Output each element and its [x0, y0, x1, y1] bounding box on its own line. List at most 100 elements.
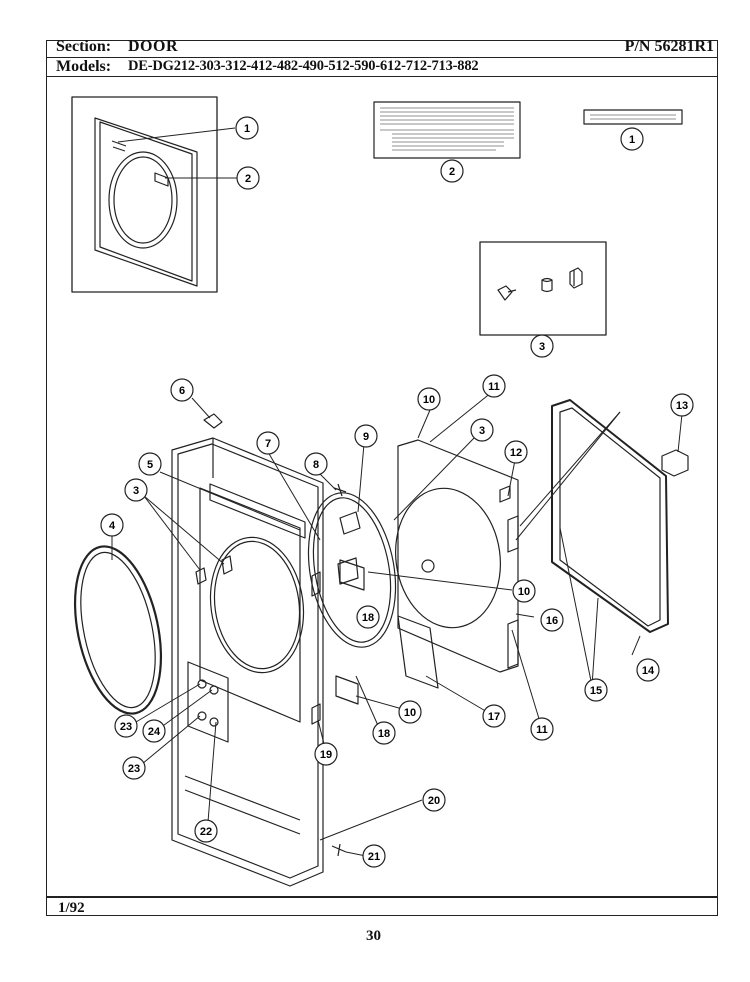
- section-row: Section: DOOR P/N 56281R1: [46, 38, 718, 57]
- warning-label-text-lines: [380, 107, 514, 151]
- callout-4: 4: [100, 513, 124, 537]
- svg-text:18: 18: [362, 612, 374, 624]
- callout-5: 5: [138, 452, 162, 476]
- callout-13: 13: [670, 393, 694, 417]
- inset-leaders: [117, 127, 237, 179]
- callout-24: 24: [142, 719, 166, 743]
- svg-text:18: 18: [378, 728, 390, 740]
- door-seal-frame: [551, 399, 669, 633]
- door-gasket: [73, 545, 163, 715]
- callout-9: 9: [354, 424, 378, 448]
- callout-16: 16: [540, 608, 564, 632]
- svg-text:15: 15: [590, 685, 602, 697]
- callout-8: 8: [304, 452, 328, 476]
- page-frame: [46, 40, 718, 916]
- callout-19: 19: [314, 742, 338, 766]
- svg-text:14: 14: [642, 665, 655, 677]
- latch-clip-left: [195, 567, 207, 585]
- ignition-label-text-lines: [590, 114, 676, 120]
- callout-3-mid: 3: [470, 418, 494, 442]
- models-row: Models: DE-DG212-303-312-412-482-490-512…: [46, 57, 718, 77]
- svg-text:3: 3: [133, 485, 139, 497]
- svg-text:19: 19: [320, 749, 332, 761]
- clip-part-6: [203, 413, 223, 429]
- svg-text:7: 7: [265, 438, 271, 450]
- svg-text:23: 23: [128, 763, 140, 775]
- callout-20: 20: [422, 788, 446, 812]
- svg-text:2: 2: [245, 173, 251, 185]
- svg-text:11: 11: [536, 724, 548, 736]
- svg-text:17: 17: [488, 711, 500, 723]
- callout-11-top: 11: [482, 374, 506, 398]
- insulation-pad: [397, 615, 439, 689]
- section-value: DOOR: [128, 38, 178, 55]
- svg-text:10: 10: [423, 394, 435, 406]
- svg-text:6: 6: [179, 385, 185, 397]
- door-window-glass: [307, 492, 397, 648]
- svg-text:10: 10: [404, 707, 416, 719]
- callout-11-low: 11: [530, 717, 554, 741]
- callout-3-kit: 3: [530, 334, 554, 358]
- svg-text:3: 3: [479, 425, 485, 437]
- warning-label-plate: [373, 101, 521, 159]
- svg-text:1: 1: [629, 134, 635, 146]
- part-number: P/N 56281R1: [624, 38, 714, 55]
- section-label: Section:: [56, 38, 112, 55]
- callout-1-inset: 1: [235, 116, 259, 140]
- svg-text:13: 13: [676, 400, 688, 412]
- door-inner-panel: [394, 439, 519, 673]
- door-trim-strip: [209, 483, 306, 539]
- door-outer-panel: [171, 437, 324, 887]
- page-number: 30: [366, 928, 381, 944]
- svg-text:4: 4: [109, 520, 116, 532]
- screw-part-21: [331, 843, 347, 857]
- screw-part-8: [333, 483, 347, 497]
- leader-lines: [111, 391, 683, 857]
- callout-14: 14: [636, 658, 660, 682]
- callout-6: 6: [170, 378, 194, 402]
- svg-text:12: 12: [510, 447, 522, 459]
- hardware-kit-box: [479, 241, 607, 336]
- hinge-plate: [187, 661, 229, 743]
- svg-text:24: 24: [148, 726, 161, 738]
- inset-frame: [71, 96, 218, 293]
- svg-text:2: 2: [449, 166, 455, 178]
- svg-text:11: 11: [488, 381, 500, 393]
- callout-1-plate: 1: [620, 127, 644, 151]
- callouts: 1 2 1 2 3 6 10 11 3 13 7 9 12 5 8 3 4 10…: [100, 116, 694, 868]
- callout-15: 15: [584, 678, 608, 702]
- callout-3-left: 3: [124, 478, 148, 502]
- hardware-kit-parts: [497, 267, 583, 301]
- callout-2-plate: 2: [440, 159, 464, 183]
- callout-10-top: 10: [417, 387, 441, 411]
- callout-10-mid: 10: [512, 579, 536, 603]
- svg-text:23: 23: [120, 721, 132, 733]
- svg-text:20: 20: [428, 795, 440, 807]
- svg-text:22: 22: [200, 826, 212, 838]
- svg-text:3: 3: [539, 341, 545, 353]
- models-value: DE-DG212-303-312-412-482-490-512-590-612…: [128, 58, 479, 74]
- callout-7: 7: [256, 431, 280, 455]
- svg-text:8: 8: [313, 459, 319, 471]
- bumper-part-13: [661, 449, 689, 477]
- callout-21: 21: [362, 844, 386, 868]
- callout-22: 22: [194, 819, 218, 843]
- svg-text:9: 9: [363, 431, 369, 443]
- callout-23-top: 23: [114, 714, 138, 738]
- ignition-label-plate: [583, 109, 683, 125]
- svg-text:10: 10: [518, 586, 530, 598]
- callout-17: 17: [482, 704, 506, 728]
- latch-clip-right: [221, 555, 233, 575]
- svg-text:1: 1: [244, 123, 250, 135]
- footer-divider: [46, 896, 718, 898]
- hinge-bracket: [335, 559, 365, 705]
- callout-12: 12: [504, 440, 528, 464]
- callout-10-low: 10: [398, 700, 422, 724]
- models-label: Models:: [56, 58, 112, 75]
- svg-text:5: 5: [147, 459, 153, 471]
- svg-text:21: 21: [368, 851, 380, 863]
- inset-door-drawing: [94, 117, 198, 287]
- svg-text:16: 16: [546, 615, 558, 627]
- callout-23-low: 23: [122, 756, 146, 780]
